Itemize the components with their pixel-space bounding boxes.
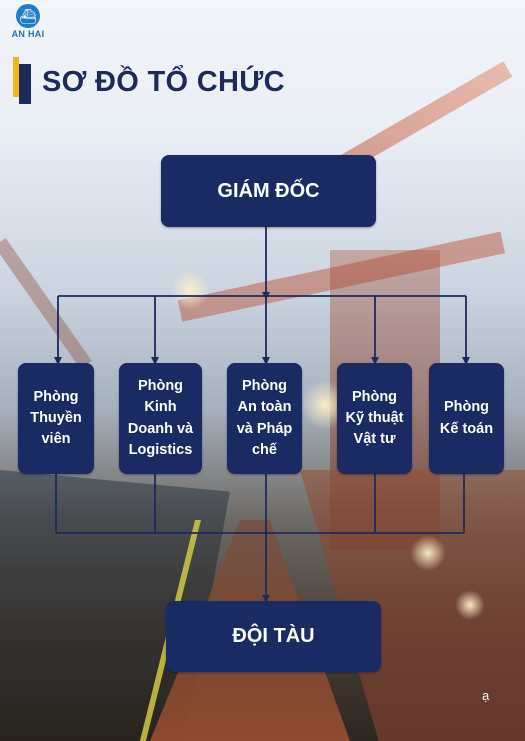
company-logo: ⛴ AN HAI <box>6 4 50 48</box>
dept-box-safety-legal: Phòng An toàn và Pháp chế <box>227 363 302 474</box>
background-light <box>455 590 485 620</box>
title-accent-blue <box>19 64 31 104</box>
background-light <box>170 270 210 310</box>
dept-box-accounting: Phòng Kế toán <box>429 363 504 474</box>
fleet-box: ĐỘI TÀU <box>166 601 381 672</box>
logo-name: AN HAI <box>11 29 45 39</box>
dept-box-crew: Phòng Thuyền viên <box>18 363 94 474</box>
director-box: GIÁM ĐỐC <box>161 155 376 227</box>
background-light <box>410 535 446 571</box>
dept-box-business-logistics: Phòng Kinh Doanh và Logistics <box>119 363 202 474</box>
title-accent-yellow <box>13 57 19 97</box>
ship-icon: ⛴ <box>16 4 40 28</box>
page-title: SƠ ĐỒ TỔ CHỨC <box>42 66 285 98</box>
dept-box-technical-materials: Phòng Kỹ thuật Vật tư <box>337 363 412 474</box>
page-mark: ạ <box>482 688 490 703</box>
